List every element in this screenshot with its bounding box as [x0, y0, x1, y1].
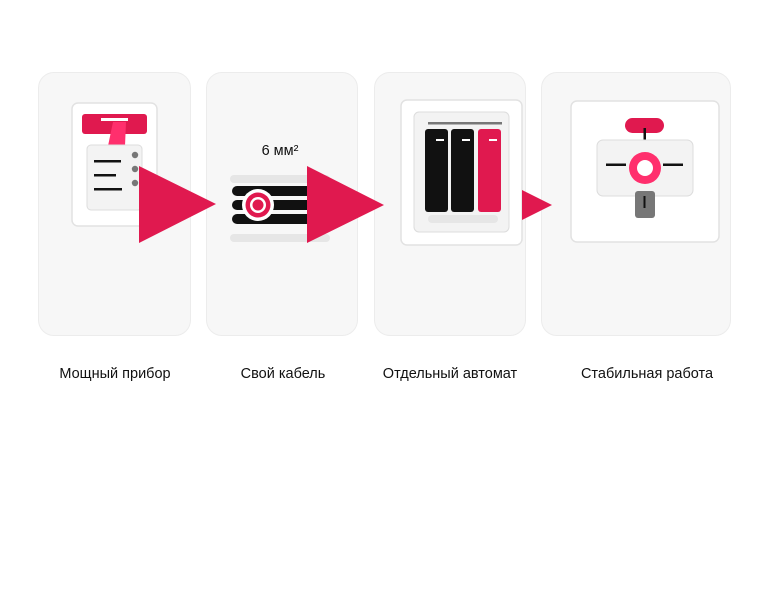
cable-size-label: 6 мм² [261, 143, 299, 159]
step-label-breaker: Отдельный автомат [382, 366, 518, 382]
cable-icon [230, 175, 330, 242]
arrow-right-icon [522, 190, 552, 220]
appliance-icon [71, 102, 158, 227]
arrow-right-icon [307, 166, 384, 243]
step-label-stable: Стабильная работа [580, 366, 714, 382]
arrow-right-icon [139, 166, 216, 243]
stable-connection-icon [570, 100, 720, 243]
step-label-appliance: Мощный прибор [59, 366, 171, 382]
step-label-cable: Свой кабель [240, 366, 326, 382]
circuit-breaker-icon [400, 99, 523, 246]
